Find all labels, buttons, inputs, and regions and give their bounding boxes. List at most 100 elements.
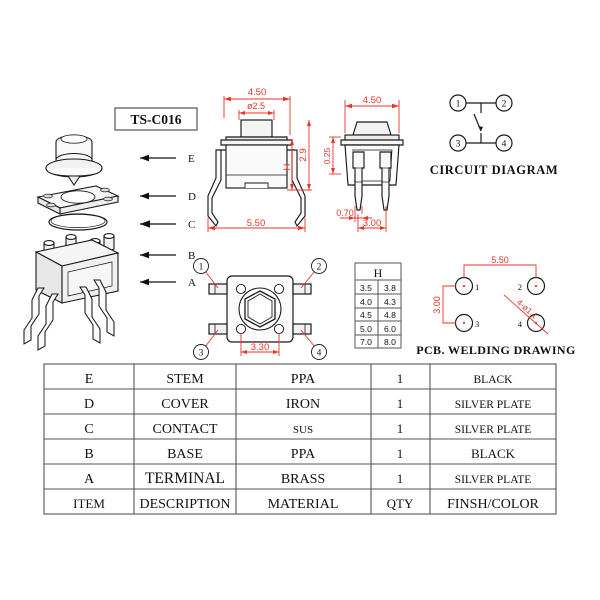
pcb-welding-title: PCB. WELDING DRAWING xyxy=(416,343,575,357)
callout-arrow-D: D xyxy=(140,191,196,203)
top-view-pin-callouts xyxy=(193,258,327,360)
h-table-r0c1: 3.8 xyxy=(384,283,396,293)
bom-qty-0: 1 xyxy=(397,371,404,386)
part-number-label: TS-C016 xyxy=(130,112,181,127)
bom-desc-0: STEM xyxy=(166,372,204,387)
front-view-drawing: 4.50 ø2.5 H 2.9 5.50 xyxy=(207,87,312,232)
pcb-pin-4: 4 xyxy=(518,319,523,329)
bom-desc-1: COVER xyxy=(161,397,209,412)
top-view-pin-1: 1 xyxy=(199,263,204,273)
bom-item-2: C xyxy=(84,422,93,437)
h-table-r2c1: 4.8 xyxy=(384,310,396,320)
h-table-r0c0: 3.5 xyxy=(360,283,372,293)
bom-item-4: A xyxy=(84,472,95,487)
dim-front-height-symbol: H xyxy=(282,163,293,170)
bom-finish-2: SILVER PLATE xyxy=(455,424,532,436)
table-row: B BASE PPA 1 BLACK xyxy=(84,446,515,462)
top-view-pin-2: 2 xyxy=(317,263,322,273)
bom-finish-1: SILVER PLATE xyxy=(455,399,532,411)
table-row: ITEM DESCRIPTION MATERIAL QTY FINSH/COLO… xyxy=(73,496,539,512)
callout-arrow-A: A xyxy=(140,277,196,289)
bom-finish-0: BLACK xyxy=(474,374,514,386)
bom-desc-2: CONTACT xyxy=(153,422,218,437)
bom-mat-3: PPA xyxy=(291,447,316,462)
bom-table: E STEM PPA 1 BLACK D COVER IRON 1 SILVER… xyxy=(43,363,557,515)
bom-item-1: D xyxy=(84,397,94,412)
dim-side-pin-pitch: 3.00 xyxy=(363,218,382,229)
bom-desc-3: BASE xyxy=(167,447,203,462)
dim-front-body-height: 2.9 xyxy=(298,148,309,161)
circuit-pin-2: 2 xyxy=(502,100,507,110)
side-view-dimensions: 4.50 0.25 0.70 3.00 xyxy=(322,95,400,232)
part-contact-illustration xyxy=(48,213,108,231)
callout-arrow-C: C xyxy=(140,219,195,231)
bom-desc-4: TERMINAL xyxy=(145,470,225,487)
table-row: C CONTACT SUS 1 SILVER PLATE xyxy=(84,421,531,437)
pcb-pin-2: 2 xyxy=(518,282,522,292)
bom-item-0: E xyxy=(85,372,94,387)
top-view-pin-4: 4 xyxy=(317,349,322,359)
circuit-diagram: 1 2 3 4 CIRCUIT DIAGRAM xyxy=(430,94,558,177)
pcb-welding-drawing: 1 2 3 4 5.50 3.00 4-ø1.1 PCB. WELDING DR… xyxy=(416,255,575,357)
callout-arrow-E: E xyxy=(140,153,195,165)
bom-item-header: ITEM xyxy=(73,496,105,511)
circuit-pin-3: 3 xyxy=(456,140,461,150)
circuit-pin-4: 4 xyxy=(502,140,507,150)
part-cover-illustration xyxy=(36,185,120,215)
bom-item-3: B xyxy=(84,447,93,462)
dim-side-plate-thickness: 0.25 xyxy=(322,147,332,164)
bom-finish-3: BLACK xyxy=(471,446,516,461)
top-view-drawing: 1 2 3 4 3.30 xyxy=(193,258,327,360)
exploded-assembly-view xyxy=(23,134,120,351)
bom-mat-1: IRON xyxy=(286,397,320,412)
front-view-dimensions: 4.50 ø2.5 H 2.9 5.50 xyxy=(207,87,312,232)
top-view-pin-3: 3 xyxy=(199,349,204,359)
dim-front-width-bottom: 5.50 xyxy=(247,218,266,229)
part-stem-illustration xyxy=(45,134,103,186)
callout-letter-D: D xyxy=(188,191,196,203)
dim-front-width-top: 4.50 xyxy=(248,87,267,98)
top-view-dimensions: 3.30 xyxy=(240,333,280,356)
part-base-terminal-illustration xyxy=(23,233,120,351)
callout-letter-E: E xyxy=(188,153,195,165)
table-row: D COVER IRON 1 SILVER PLATE xyxy=(84,396,531,412)
bom-mat-0: PPA xyxy=(291,372,316,387)
table-row: A TERMINAL BRASS 1 SILVER PLATE xyxy=(84,470,531,487)
h-table-r1c1: 4.3 xyxy=(384,297,396,307)
h-table-r3c1: 6.0 xyxy=(384,324,396,334)
h-table-r4c0: 7.0 xyxy=(360,337,372,347)
callout-letter-B: B xyxy=(188,250,195,262)
part-number-box: TS-C016 xyxy=(114,107,198,131)
h-table-r3c0: 5.0 xyxy=(360,324,372,334)
dim-side-pin-width: 0.70 xyxy=(336,208,354,218)
circuit-pin-1: 1 xyxy=(456,100,461,110)
pcb-pin-3: 3 xyxy=(475,319,479,329)
table-row: E STEM PPA 1 BLACK xyxy=(85,371,513,387)
h-dimension-table: H 3.5 3.8 4.0 4.3 4.5 4.8 5.0 6.0 7.0 8.… xyxy=(354,262,402,349)
bom-qty-2: 1 xyxy=(397,421,404,436)
bom-qty-header: QTY xyxy=(387,496,414,511)
dim-pcb-horizontal: 5.50 xyxy=(491,255,509,265)
bom-finish-header: FINSH/COLOR xyxy=(447,497,539,512)
callout-letter-C: C xyxy=(188,219,195,231)
bom-finish-4: SILVER PLATE xyxy=(455,474,532,486)
bom-qty-3: 1 xyxy=(397,446,404,461)
bom-mat-header: MATERIAL xyxy=(268,497,339,512)
bom-mat-4: BRASS xyxy=(281,472,325,487)
h-table-r2c0: 4.5 xyxy=(360,310,372,320)
dim-pcb-vertical: 3.00 xyxy=(432,296,442,314)
callout-letter-A: A xyxy=(188,277,196,289)
pcb-pin-1: 1 xyxy=(475,282,479,292)
dim-top-pin-span: 3.30 xyxy=(251,342,270,353)
h-table-r1c0: 4.0 xyxy=(360,297,372,307)
dim-front-stem-dia: ø2.5 xyxy=(247,101,265,111)
bom-qty-1: 1 xyxy=(397,396,404,411)
bom-qty-4: 1 xyxy=(397,471,404,486)
h-table-r4c1: 8.0 xyxy=(384,337,396,347)
bom-mat-2: SUS xyxy=(293,424,313,436)
part-callout-arrows: E D C B A xyxy=(140,153,196,289)
callout-arrow-B: B xyxy=(140,250,195,262)
side-view-drawing: 4.50 0.25 0.70 3.00 xyxy=(322,95,404,232)
bom-desc-header: DESCRIPTION xyxy=(139,497,230,512)
